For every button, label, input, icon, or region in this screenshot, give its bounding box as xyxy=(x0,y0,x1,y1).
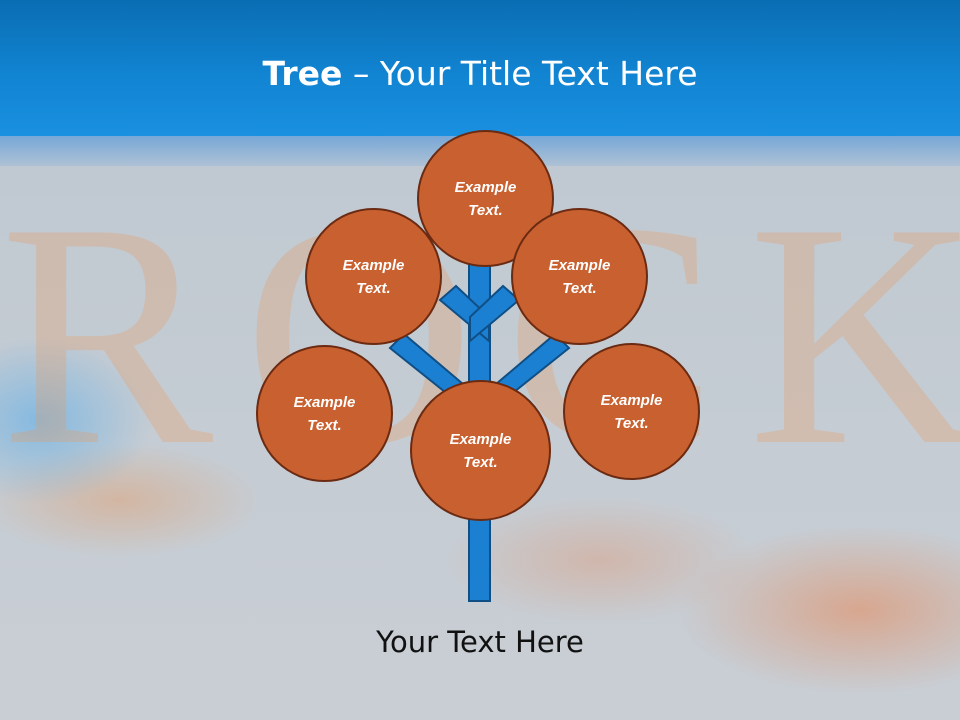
caption-text: Your Text Here xyxy=(376,625,584,659)
tree-node-upper-right: Example Text. xyxy=(511,208,648,345)
title-bar xyxy=(0,0,960,136)
tree-node-upper-left: Example Text. xyxy=(305,208,442,345)
tree-node-lower-right: Example Text. xyxy=(563,343,700,480)
slide-title: Tree – Your Title Text Here xyxy=(0,52,960,96)
title-rest: – Your Title Text Here xyxy=(342,54,698,93)
tree-node-label: Example Text. xyxy=(548,256,611,297)
tree-node-lower-left: Example Text. xyxy=(256,345,393,482)
tree-node-top: Example Text. xyxy=(417,130,554,267)
tree-node-label: Example Text. xyxy=(293,393,356,434)
title-bold: Tree xyxy=(262,54,343,93)
tree-node-label: Example Text. xyxy=(600,391,663,432)
tree-node-label: Example Text. xyxy=(454,178,517,219)
tree-node-center: Example Text. xyxy=(410,380,551,521)
tree-node-label: Example Text. xyxy=(342,256,405,297)
tree-node-label: Example Text. xyxy=(449,430,512,471)
